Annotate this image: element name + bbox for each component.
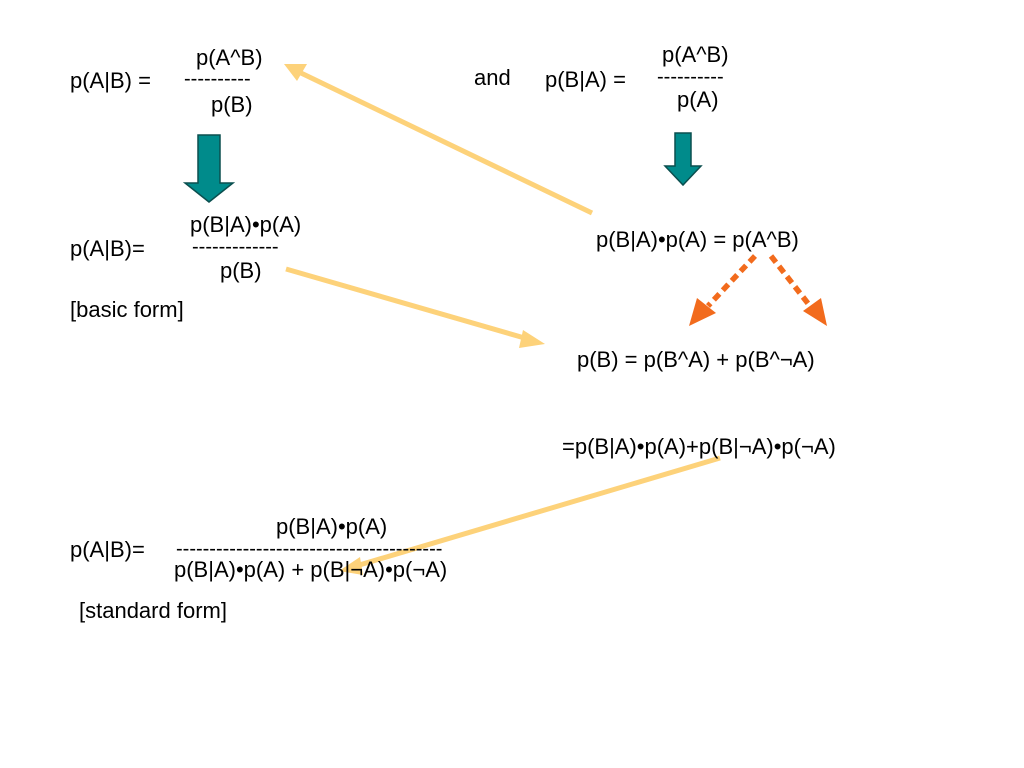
eq2-fraction-bar: ---------- [657, 66, 724, 88]
eq1-lhs: p(A|B) = [70, 68, 151, 93]
total-probability-sum: p(B) = p(B^A) + p(B^¬A) [577, 347, 815, 372]
eq3-denominator: p(B) [220, 258, 262, 283]
eq2-connector: and [474, 65, 511, 90]
total-probability-expanded: =p(B|A)•p(A)+p(B|¬A)•p(¬A) [562, 434, 836, 459]
dotted-arrow-left-head [689, 298, 716, 326]
eq7-fraction-bar: ---------------------------------------- [176, 538, 443, 560]
eq7-numerator: p(B|A)•p(A) [276, 514, 388, 539]
eq7-denominator: p(B|A)•p(A) + p(B|¬A)•p(¬A) [174, 557, 448, 582]
arrow-head-to-standard-denominator [339, 557, 363, 575]
arrow-head-to-total-probability [519, 330, 545, 348]
eq1-fraction-bar: ---------- [184, 68, 251, 90]
basic-form-caption: [basic form] [70, 297, 184, 322]
standard-form-caption: [standard form] [79, 598, 227, 623]
teal-down-arrow-right [663, 132, 703, 187]
dotted-arrow-left [705, 254, 758, 308]
eq1-denominator: p(B) [211, 92, 253, 117]
eq2-numerator: p(A^B) [662, 42, 729, 67]
joint-probability-identity: p(B|A)•p(A) = p(A^B) [596, 227, 799, 252]
eq1-numerator: p(A^B) [196, 45, 263, 70]
eq2-denominator: p(A) [677, 87, 719, 112]
eq2-lhs: p(B|A) = [545, 67, 626, 92]
dotted-arrow-right-head [803, 298, 827, 326]
eq3-numerator: p(B|A)•p(A) [190, 212, 302, 237]
eq3-lhs: p(A|B)= [70, 236, 145, 261]
arrow-to-total-probability [285, 266, 529, 342]
arrow-head-to-joint-definition [284, 64, 307, 81]
arrow-to-standard-denominator [355, 455, 721, 569]
eq7-lhs: p(A|B)= [70, 537, 145, 562]
teal-down-arrow-left [182, 134, 236, 203]
eq3-fraction-bar: ------------- [192, 236, 279, 258]
arrow-to-joint-definition [299, 70, 594, 216]
dotted-arrow-right [768, 254, 813, 308]
